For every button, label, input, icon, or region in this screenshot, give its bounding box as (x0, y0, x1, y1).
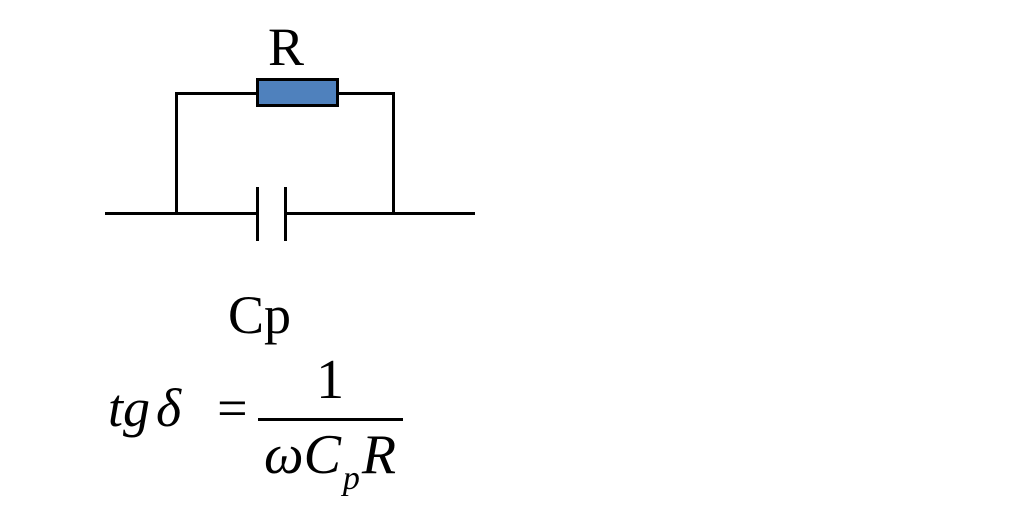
resistor-label: R (268, 17, 305, 77)
loss-tangent-formula: tg δ = 1 ωC p R (108, 349, 403, 496)
branch-right-vertical-wire (392, 92, 395, 215)
formula-delta: δ (156, 377, 182, 438)
formula-fraction: 1 ωC p R (257, 349, 403, 496)
branch-left-vertical-wire (175, 92, 178, 215)
main-wire-left-segment (105, 212, 258, 215)
capacitor-right-plate (284, 187, 287, 241)
fraction-denominator: ωC p R (264, 424, 397, 496)
fraction-bar (257, 418, 403, 421)
main-wire-right-segment (285, 212, 475, 215)
resistor-body (256, 78, 339, 107)
formula-lhs-tg: tg (108, 377, 151, 438)
formula-r: R (361, 424, 397, 486)
formula-omega-c: ωC (264, 424, 341, 486)
branch-top-right-wire (337, 92, 395, 95)
formula-subscript-p: p (342, 460, 360, 497)
capacitor-left-plate (256, 187, 259, 241)
branch-top-left-wire (175, 92, 259, 95)
capacitor-label: Cp (228, 285, 292, 345)
fraction-numerator: 1 (316, 349, 345, 411)
equals-sign: = (217, 377, 248, 438)
